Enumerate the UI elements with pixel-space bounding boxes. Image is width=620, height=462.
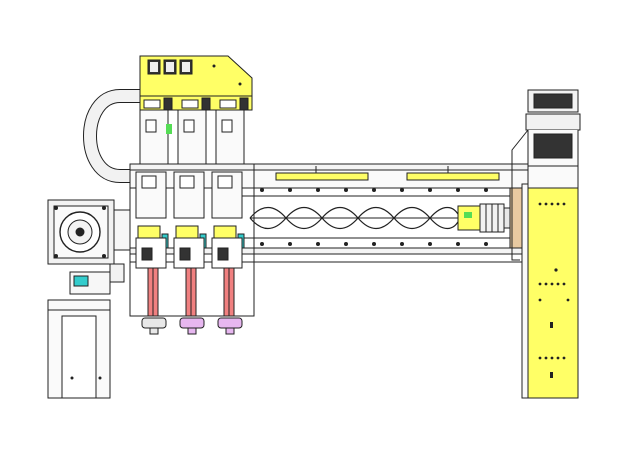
cable-chain <box>83 89 142 183</box>
nozzle-tip <box>187 327 197 335</box>
head-1 <box>135 97 173 335</box>
nozzle-tip <box>225 327 235 335</box>
head-block <box>217 247 229 261</box>
beam-holes <box>260 188 488 246</box>
head-connector <box>163 97 173 111</box>
coupling-icon <box>457 203 515 233</box>
head-block <box>179 247 191 261</box>
head-sensor <box>217 175 233 189</box>
nozzle <box>141 317 167 329</box>
head-label-plate <box>221 119 233 133</box>
right-column <box>511 89 581 399</box>
valve-block <box>213 225 237 239</box>
head-motor <box>139 109 169 165</box>
nozzle <box>179 317 205 329</box>
head-label-plate <box>183 119 195 133</box>
head-label-plate <box>145 119 157 133</box>
head-motor <box>215 109 245 165</box>
lead-screw <box>249 206 462 230</box>
head-sensor <box>179 175 195 189</box>
head-connector <box>239 97 249 111</box>
beam-rail-left <box>275 172 369 181</box>
head-motor <box>177 109 207 165</box>
nozzle <box>217 317 243 329</box>
valve-block <box>175 225 199 239</box>
carriage-bracket <box>139 55 253 111</box>
head-2 <box>173 97 211 335</box>
status-led <box>166 124 172 134</box>
valve-block <box>137 225 161 239</box>
head-mid <box>135 171 167 219</box>
nozzle-tip <box>149 327 159 335</box>
head-block <box>141 247 153 261</box>
beam-rail-right <box>406 172 500 181</box>
head-frame <box>129 163 255 317</box>
heads-group <box>135 97 249 335</box>
left-motor <box>47 199 131 399</box>
head-sensor <box>141 175 157 189</box>
head-connector <box>201 97 211 111</box>
